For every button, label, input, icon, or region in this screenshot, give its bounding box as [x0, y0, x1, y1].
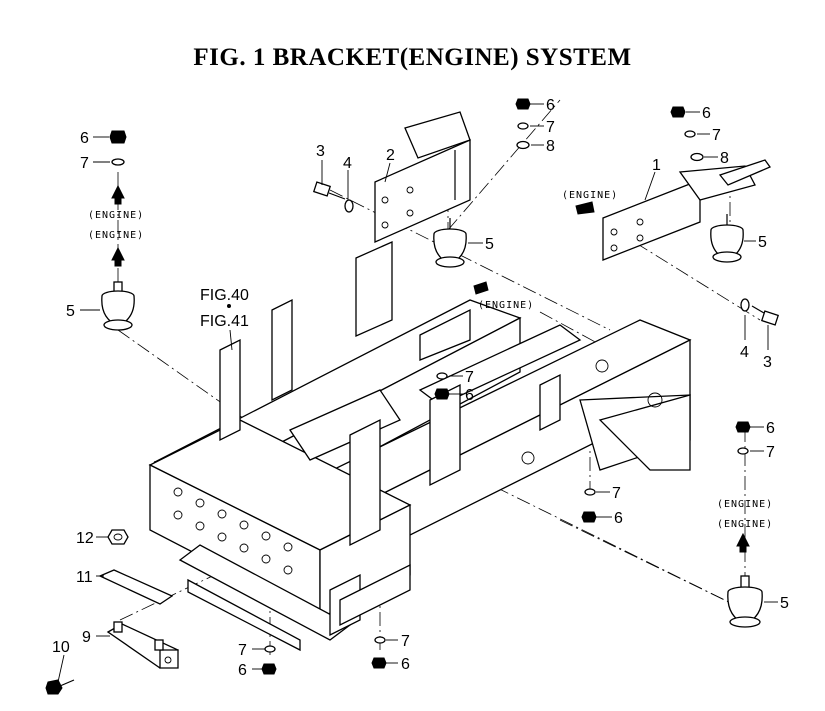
bolt-left — [312, 181, 346, 200]
engine-arrow-left-top — [111, 184, 125, 205]
callout-7: 7 — [238, 642, 247, 659]
engine-label: (ENGINE) — [88, 210, 144, 221]
fig-reference-41: FIG.41 — [200, 313, 249, 330]
callout-leaders — [57, 103, 778, 683]
figure-title: FIG. 1 BRACKET(ENGINE) SYSTEM — [193, 44, 632, 71]
callout-6: 6 — [238, 662, 247, 679]
callout-3: 3 — [763, 354, 772, 371]
bolt-right — [751, 305, 780, 326]
rubber-mount-rear — [727, 575, 763, 628]
engine-arrow-center — [473, 281, 489, 295]
callout-6: 6 — [465, 387, 474, 404]
engine-label: (ENGINE) — [717, 499, 773, 510]
engine-label: (ENGINE) — [88, 230, 144, 241]
callout-8: 8 — [546, 138, 555, 155]
nut-washer-stack-bottom-left — [261, 645, 277, 675]
callout-3: 3 — [316, 143, 325, 160]
main-frame — [148, 240, 692, 652]
callout-2: 2 — [386, 147, 395, 164]
rubber-mount-right — [710, 214, 744, 263]
callout-11: 11 — [76, 569, 93, 586]
callout-6: 6 — [766, 420, 775, 437]
callout-5: 5 — [758, 234, 767, 251]
callout-7: 7 — [712, 127, 721, 144]
callout-12: 12 — [76, 530, 94, 547]
callout-9: 9 — [82, 629, 91, 646]
bracket-engine-left — [374, 111, 471, 243]
engine-label: (ENGINE) — [717, 519, 773, 530]
callout-numbers: 6 7 5 3 4 2 6 7 8 5 1 6 7 8 5 4 3 7 6 7 … — [52, 97, 789, 679]
washer-left — [344, 199, 354, 213]
callout-5: 5 — [780, 595, 789, 612]
callout-7: 7 — [80, 155, 89, 172]
callout-7: 7 — [612, 485, 621, 502]
engine-arrow-rear — [736, 532, 750, 553]
nut-washer-stack-center — [515, 98, 531, 150]
callout-6: 6 — [702, 105, 711, 122]
rubber-mount-center — [433, 218, 467, 268]
nut-washer-stack-mid — [434, 372, 450, 400]
callout-4: 4 — [740, 344, 749, 361]
nut-washer-stack-bottom-center — [371, 636, 387, 669]
callout-7: 7 — [401, 633, 410, 650]
callout-5: 5 — [66, 303, 75, 320]
callout-4: 4 — [343, 155, 352, 172]
engine-label: (ENGINE) — [478, 300, 534, 311]
bracket-part-9 — [106, 621, 179, 669]
nut-washer-stack-lowmid — [581, 488, 597, 523]
nut-part-12 — [107, 529, 129, 545]
nut-washer-stack-left — [109, 130, 127, 166]
engine-label: (ENGINE) — [562, 190, 618, 201]
washer-right — [740, 298, 750, 312]
nut-washer-stack-rearright — [735, 421, 751, 455]
engine-arrow-right — [575, 201, 595, 215]
callout-7: 7 — [465, 369, 474, 386]
nut-washer-stack-right — [670, 106, 704, 162]
callout-10: 10 — [52, 639, 70, 656]
figure-references: FIG.40 FIG.41 — [200, 287, 249, 351]
callout-6: 6 — [546, 97, 555, 114]
callout-7: 7 — [766, 444, 775, 461]
engine-labels: (ENGINE) (ENGINE) (ENGINE) (ENGINE) (ENG… — [88, 190, 773, 530]
callout-6: 6 — [401, 656, 410, 673]
callout-8: 8 — [720, 150, 729, 167]
bolt-part-10 — [45, 679, 75, 695]
callout-1: 1 — [652, 157, 661, 174]
callout-6: 6 — [80, 130, 89, 147]
callout-5: 5 — [485, 236, 494, 253]
callout-7: 7 — [546, 119, 555, 136]
callout-6: 6 — [614, 510, 623, 527]
rubber-mount-left — [101, 281, 135, 331]
fig-reference-40: FIG.40 — [200, 287, 249, 304]
plate-part-11 — [98, 569, 174, 605]
engine-arrow-left — [111, 246, 125, 267]
bracket-engine-right — [602, 159, 771, 261]
